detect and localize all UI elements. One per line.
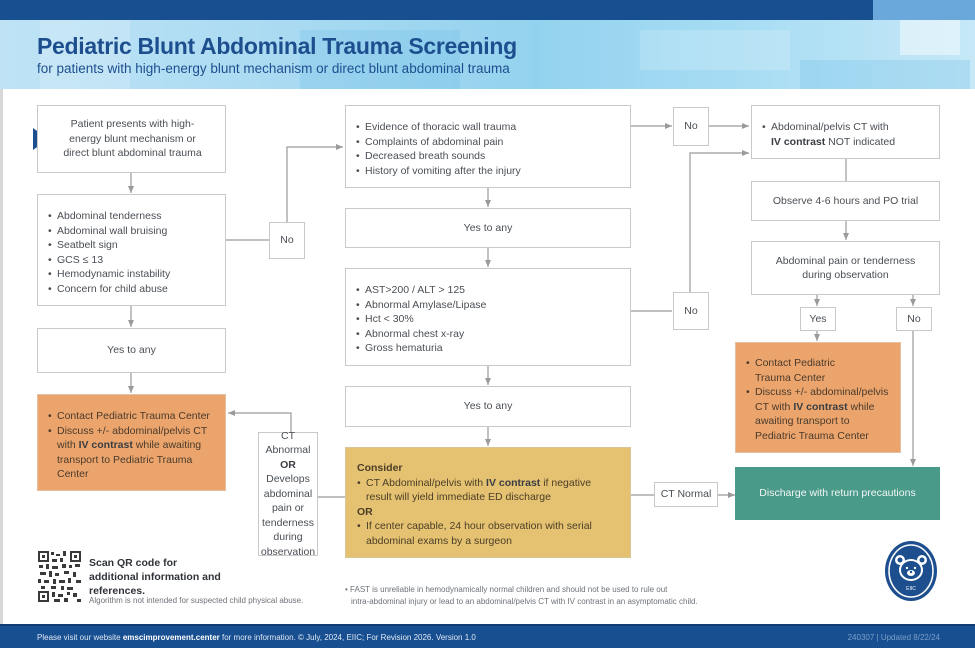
yes-to-any-box-2: Yes to any <box>345 208 631 248</box>
footer-bar: Please visit our website emscimprovement… <box>0 624 975 648</box>
list-item: Concern for child abuse <box>48 282 215 297</box>
top-bar-accent <box>873 0 975 20</box>
fast-footnote: • FAST is unreliable in hemodynamically … <box>345 585 698 606</box>
criteria-box-1: Abdominal tenderness Abdominal wall brui… <box>37 194 226 306</box>
list-item: Decreased breath sounds <box>356 149 620 164</box>
teddy-bear-logo-icon: EIIC <box>885 541 937 601</box>
criteria-box-3: AST>200 / ALT > 125 Abnormal Amylase/Lip… <box>345 268 631 366</box>
discharge-box: Discharge with return precautions <box>735 467 940 520</box>
list-item: Complaints of abdominal pain <box>356 135 620 150</box>
connector <box>286 144 343 222</box>
consider-heading: Consider <box>357 462 403 474</box>
observe-box: Observe 4-6 hours and PO trial <box>751 181 940 221</box>
list-item: Contact Pediatric Trauma Center <box>746 356 890 385</box>
list-item: If center capable, 24 hour observation w… <box>357 519 619 548</box>
yes-to-any-box-3: Yes to any <box>345 386 631 427</box>
qr-code-icon[interactable] <box>37 550 82 603</box>
list-item: History of vomiting after the injury <box>356 164 620 179</box>
list-item: Abnormal Amylase/Lipase <box>356 298 620 313</box>
website-link[interactable]: emscimprovement.center <box>122 633 220 642</box>
left-edge <box>0 89 3 624</box>
connector <box>689 150 749 292</box>
list-item: Abdominal/pelvis CT with IV contrast NOT… <box>762 120 929 149</box>
header-banner: Pediatric Blunt Abdominal Trauma Screeni… <box>0 20 975 89</box>
yes-to-any-box-1: Yes to any <box>37 328 226 373</box>
criteria-box-2: Evidence of thoracic wall trauma Complai… <box>345 105 631 188</box>
qr-caption: Scan QR code for additional information … <box>89 557 221 597</box>
ct-not-indicated-box: Abdominal/pelvis CT with IV contrast NOT… <box>751 105 940 159</box>
ct-normal-label: CT Normal <box>654 482 718 507</box>
no-label-1: No <box>269 222 305 259</box>
consider-box: Consider CT Abdominal/pelvis with IV con… <box>345 447 631 558</box>
list-item: Abdominal tenderness <box>48 209 215 224</box>
list-item: AST>200 / ALT > 125 <box>356 283 620 298</box>
page-title: Pediatric Blunt Abdominal Trauma Screeni… <box>37 33 517 59</box>
list-item: Abnormal chest x-ray <box>356 327 620 342</box>
list-item: Seatbelt sign <box>48 238 215 253</box>
list-item: Hct < 30% <box>356 312 620 327</box>
consider-or: OR <box>357 505 373 518</box>
contact-trauma-center-box-right: Contact Pediatric Trauma Center Discuss … <box>735 342 901 453</box>
abdominal-pain-observation-box: Abdominal pain or tenderness during obse… <box>751 241 940 295</box>
yes-label: Yes <box>800 307 836 331</box>
svg-text:EIIC: EIIC <box>906 586 916 592</box>
footer-text: Please visit our website emscimprovement… <box>37 633 476 642</box>
start-box: Patient presents with high-energy blunt … <box>37 105 226 173</box>
list-item: Hemodynamic instability <box>48 267 215 282</box>
criteria-list-1: Abdominal tenderness Abdominal wall brui… <box>48 209 215 296</box>
list-item: Discuss +/- abdominal/pelvis CT with IV … <box>746 385 890 443</box>
list-item: CT Abdominal/pelvis with IV contrast if … <box>357 476 619 505</box>
list-item: GCS ≤ 13 <box>48 253 215 268</box>
list-item: Evidence of thoracic wall trauma <box>356 120 620 135</box>
list-item: Discuss +/- abdominal/pelvis CT with IV … <box>48 424 215 482</box>
contact-trauma-center-box-left: Contact Pediatric Trauma Center Discuss … <box>37 394 226 491</box>
top-bar <box>0 0 975 20</box>
list-item: Contact Pediatric Trauma Center <box>48 409 215 424</box>
no-label-3: No <box>673 292 709 330</box>
ct-abnormal-box: CT Abnormal OR Develops abdominal pain o… <box>258 430 318 558</box>
no-label-2: No <box>673 107 709 146</box>
list-item: Gross hematuria <box>356 341 620 356</box>
disclaimer-text: Algorithm is not intended for suspected … <box>89 596 304 605</box>
no-label-4: No <box>896 307 932 331</box>
page-subtitle: for patients with high-energy blunt mech… <box>37 61 510 76</box>
list-item: Abdominal wall bruising <box>48 224 215 239</box>
version-stamp: 240307 | Updated 8/22/24 <box>847 633 940 642</box>
